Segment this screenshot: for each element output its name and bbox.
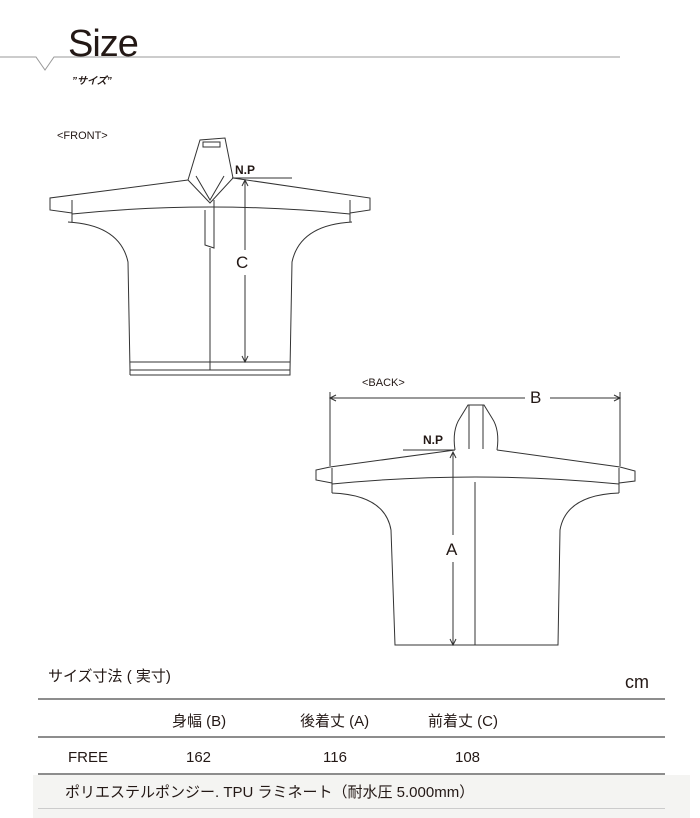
- page-title: Size: [68, 23, 139, 65]
- back-length-arrow: [449, 450, 457, 647]
- value-cell: 116: [323, 749, 347, 766]
- material-note: ポリエステルポンジー. TPU ラミネート（耐水圧 5.000mm）: [65, 784, 475, 801]
- table-divider: [38, 698, 665, 700]
- back-np-label: N.P: [423, 433, 444, 447]
- size-table-heading: サイズ寸法 ( 実寸): [48, 668, 171, 685]
- column-header-back-length: 後着丈 (A): [300, 713, 370, 730]
- front-label: <FRONT>: [57, 130, 108, 142]
- size-table-unit: cm: [625, 672, 649, 692]
- size-cell: FREE: [68, 749, 109, 766]
- back-dimension-a: A: [446, 540, 458, 559]
- page-subtitle: ”サイズ”: [72, 76, 112, 87]
- back-garment-drawing: [315, 392, 636, 647]
- column-header-width: 身幅 (B): [172, 713, 227, 730]
- value-cell: 108: [455, 749, 481, 766]
- material-band: [33, 775, 690, 818]
- front-length-arrow: [241, 178, 249, 364]
- value-cell: 162: [186, 749, 212, 766]
- header-divider: [0, 56, 620, 71]
- front-np-label: N.P: [235, 163, 256, 177]
- back-width-arrow: [328, 392, 622, 466]
- front-dimension-c: C: [236, 253, 249, 272]
- front-garment-drawing: [49, 137, 371, 376]
- table-divider: [38, 773, 665, 775]
- column-header-front-length: 前着丈 (C): [428, 713, 498, 730]
- table-divider: [38, 808, 665, 809]
- back-label: <BACK>: [362, 377, 405, 389]
- table-divider: [38, 736, 665, 738]
- back-dimension-b: B: [530, 388, 542, 407]
